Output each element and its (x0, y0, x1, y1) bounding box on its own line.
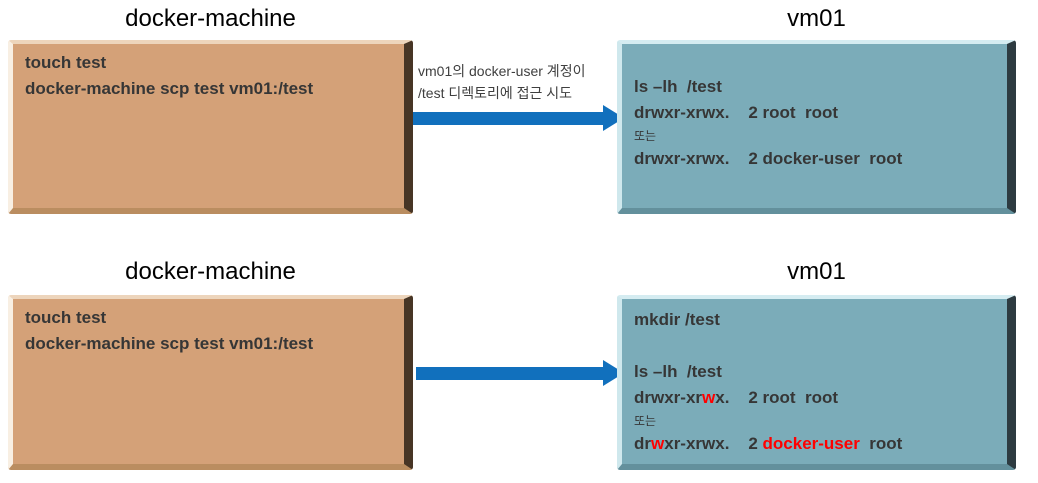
highlighted-username: docker-user (762, 434, 860, 453)
vm01-box-top: ls –lh /test drwxr-xrwx. 2 root root 또는 … (617, 40, 1016, 214)
permission-text: root (859, 434, 903, 453)
command-line: touch test (25, 53, 107, 72)
command-line: ls –lh /test (634, 77, 722, 96)
permission-line: drwxr-xrwx. 2 docker-user root (634, 431, 995, 457)
or-label: 또는 (634, 129, 657, 143)
docker-machine-title-bottom: docker-machine (125, 258, 296, 285)
permission-line: drwxr-xrwx. 2 docker-user root (634, 149, 903, 168)
arrow-annotation-top: vm01의 docker-user 계정이 /test 디렉토리에 접근 시도 (418, 60, 623, 104)
blank-line (634, 333, 995, 359)
arrow-annotation-line: vm01의 docker-user 계정이 (418, 63, 586, 79)
command-line: touch test (25, 308, 107, 327)
command-line: docker-machine scp test vm01:/test (25, 334, 314, 353)
highlighted-permission-char: w (651, 434, 665, 453)
permission-line: drwxr-xrwx. 2 root root (634, 103, 839, 122)
or-label: 또는 (634, 414, 657, 428)
vm01-box-bottom: mkdir /test ls –lh /test drwxr-xrwx. 2 r… (617, 295, 1016, 470)
permission-text: drwxr-xr (634, 388, 703, 407)
permission-line: drwxr-xrwx. 2 root root (634, 385, 995, 411)
arrow-shaft (413, 112, 603, 125)
permission-text: x. 2 root root (715, 388, 839, 407)
docker-machine-title-top: docker-machine (125, 5, 296, 32)
command-line: docker-machine scp test vm01:/test (25, 79, 314, 98)
permission-text: dr (634, 434, 651, 453)
permission-text: xr-xrwx. 2 (664, 434, 763, 453)
arrow-shaft (416, 367, 603, 380)
arrow-annotation-line: /test 디렉토리에 접근 시도 (418, 85, 573, 101)
highlighted-permission-char: w (702, 388, 716, 407)
vm01-title-top: vm01 (787, 5, 846, 32)
docker-machine-box-top: touch test docker-machine scp test vm01:… (8, 40, 413, 214)
command-line: mkdir /test (634, 310, 720, 329)
docker-machine-box-bottom: touch test docker-machine scp test vm01:… (8, 295, 413, 470)
vm01-title-bottom: vm01 (787, 258, 846, 285)
command-line: ls –lh /test (634, 362, 722, 381)
